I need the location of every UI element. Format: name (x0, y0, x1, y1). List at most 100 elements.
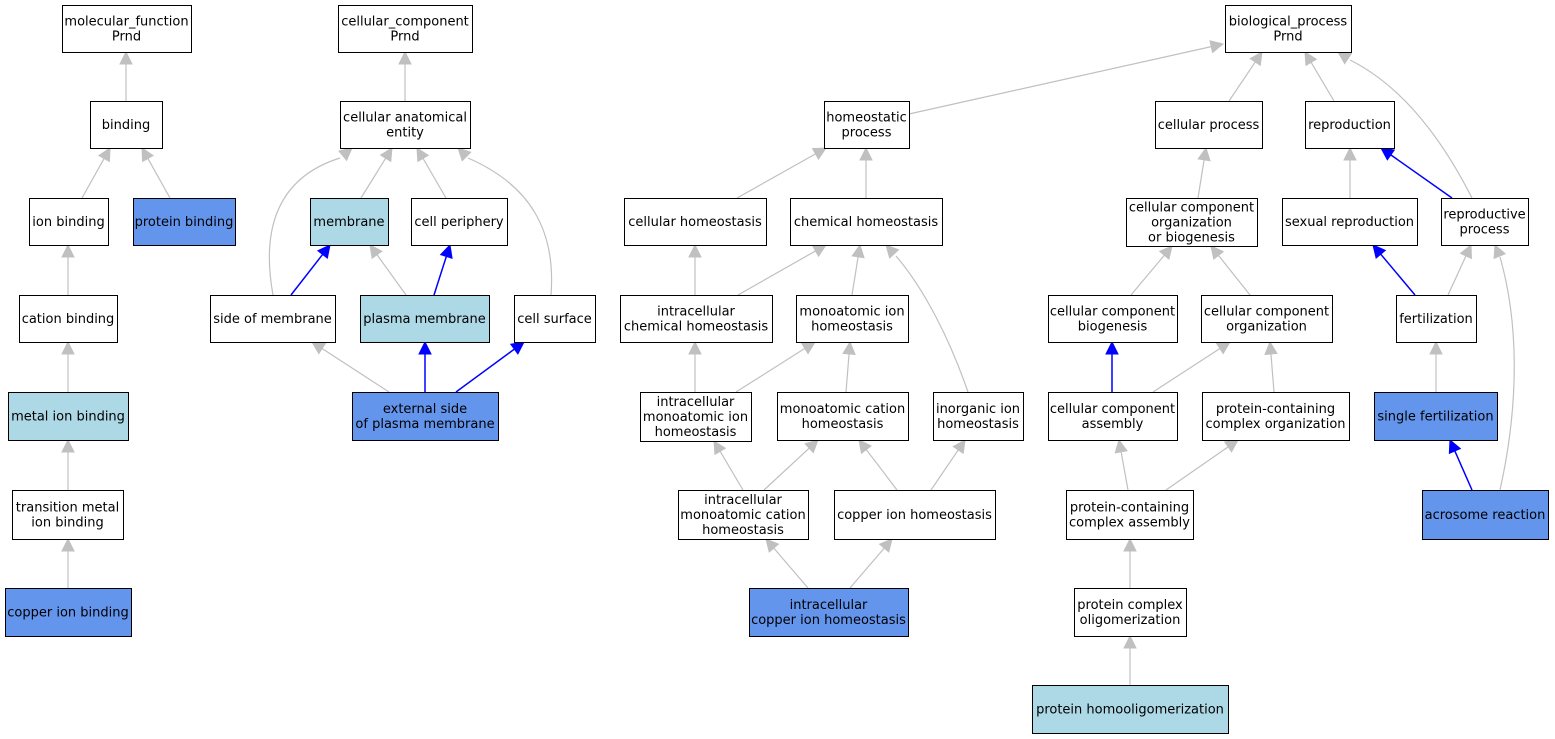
edge-cub-to-trmb (61, 537, 75, 588)
go-term-node-csurf[interactable]: cell surface (514, 295, 596, 343)
edge-arrowhead-cuih>inorgh (952, 439, 966, 455)
node-box (678, 490, 809, 540)
edge-arrowhead-csurf>cae (457, 147, 472, 162)
edge-arrowhead-som>cae (338, 147, 353, 162)
edge-arrowhead-macih>maih (842, 340, 856, 356)
node-label-line: process (842, 126, 892, 141)
go-term-node-ionb[interactable]: ion binding (29, 198, 109, 246)
go-term-node-binding[interactable]: binding (90, 101, 163, 149)
go-term-node-som[interactable]: side of membrane (210, 295, 336, 343)
edge-arrowhead-maih>chemh (851, 243, 865, 259)
node-label-line: monoatomic ion (643, 410, 748, 425)
node-label-line: intracellular (790, 598, 868, 613)
go-term-node-phom[interactable]: protein homooligomerization (1032, 685, 1229, 734)
go-term-node-chemh[interactable]: chemical homeostasis (790, 198, 943, 246)
edge-pcca-to-ccass (1114, 438, 1129, 491)
edge-line-cuih>inorgh (930, 449, 959, 491)
go-term-node-acro[interactable]: acrosome reaction (1422, 490, 1549, 540)
node-box (8, 392, 129, 441)
edge-ccob-to-cellp (1197, 146, 1211, 199)
node-box (411, 198, 508, 246)
go-term-node-cellh[interactable]: cellular homeostasis (624, 198, 767, 246)
node-box (19, 295, 118, 343)
go-term-node-cub[interactable]: copper ion binding (5, 588, 132, 637)
edge-arrowhead-som>mem (316, 244, 331, 260)
edge-line-icuih>cuih (849, 547, 885, 589)
edge-arrowhead-sfert>fert (1429, 340, 1443, 355)
go-term-node-repro[interactable]: reproduction (1305, 101, 1395, 149)
edge-arrowhead-imacih>macih (804, 439, 819, 454)
go-term-node-catb[interactable]: cation binding (19, 295, 118, 343)
edge-line-espm>som (321, 348, 390, 393)
edge-arrowhead-metb>catb (61, 340, 75, 355)
edge-sfert-to-fert (1429, 340, 1443, 392)
edge-arrowhead-ccass>ccorg (1215, 341, 1231, 355)
go-term-node-cellp[interactable]: cellular process (1155, 101, 1263, 149)
go-term-node-protb[interactable]: protein binding (133, 198, 236, 246)
edge-arrowhead-reprp>repro (1380, 147, 1396, 161)
node-label-line: cellular component (1050, 402, 1175, 417)
node-label-line: plasma membrane (363, 312, 486, 327)
go-term-node-fert[interactable]: fertilization (1396, 295, 1477, 343)
go-term-node-metb[interactable]: metal ion binding (8, 392, 129, 441)
edge-ccorg-to-ccob (1210, 245, 1251, 296)
edge-arrowhead-pco>pcca (1123, 537, 1137, 552)
edge-chemh-to-homp (859, 146, 873, 198)
node-box (90, 101, 163, 149)
node-label-line: sexual reproduction (1285, 215, 1414, 230)
edge-line-repro>bp (1310, 62, 1335, 102)
edge-fert-to-sexr (1372, 244, 1416, 296)
node-label-line: cell surface (517, 312, 592, 327)
node-box (796, 295, 909, 343)
go-term-node-sexr[interactable]: sexual reproduction (1282, 198, 1418, 246)
edge-cae-to-cc (398, 50, 412, 101)
node-box (1225, 5, 1352, 53)
edge-line-cellp>bp (1228, 61, 1256, 102)
edge-acro-to-sfert (1448, 438, 1473, 491)
node-box (834, 490, 996, 540)
edge-pcca-to-pcco (1165, 439, 1239, 491)
edge-arrowhead-inorgh>chemh (885, 244, 900, 259)
edge-metb-to-catb (61, 340, 75, 392)
node-box (62, 5, 192, 53)
edge-line-som>cae (268, 157, 341, 296)
edge-icuih-to-cuih (849, 538, 893, 589)
node-label-line: intracellular (704, 493, 782, 508)
go-term-node-cuih[interactable]: copper ion homeostasis (834, 490, 996, 540)
edge-line-acro>sfert (1454, 450, 1473, 491)
go-term-node-mem[interactable]: membrane (310, 198, 389, 246)
edge-line-pm>mem (376, 254, 407, 296)
node-label-line: complex organization (1205, 417, 1345, 432)
go-term-node-sfert[interactable]: single fertilization (1374, 392, 1498, 441)
node-box (790, 198, 943, 246)
go-term-node-cper[interactable]: cell periphery (411, 198, 508, 246)
node-label-line: cellular process (1158, 118, 1260, 133)
node-label-line: or biogenesis (1148, 231, 1235, 246)
node-label-line: acrosome reaction (1425, 508, 1546, 523)
edge-cellh-to-homp (736, 147, 827, 199)
go-term-node-pm[interactable]: plasma membrane (360, 295, 490, 343)
